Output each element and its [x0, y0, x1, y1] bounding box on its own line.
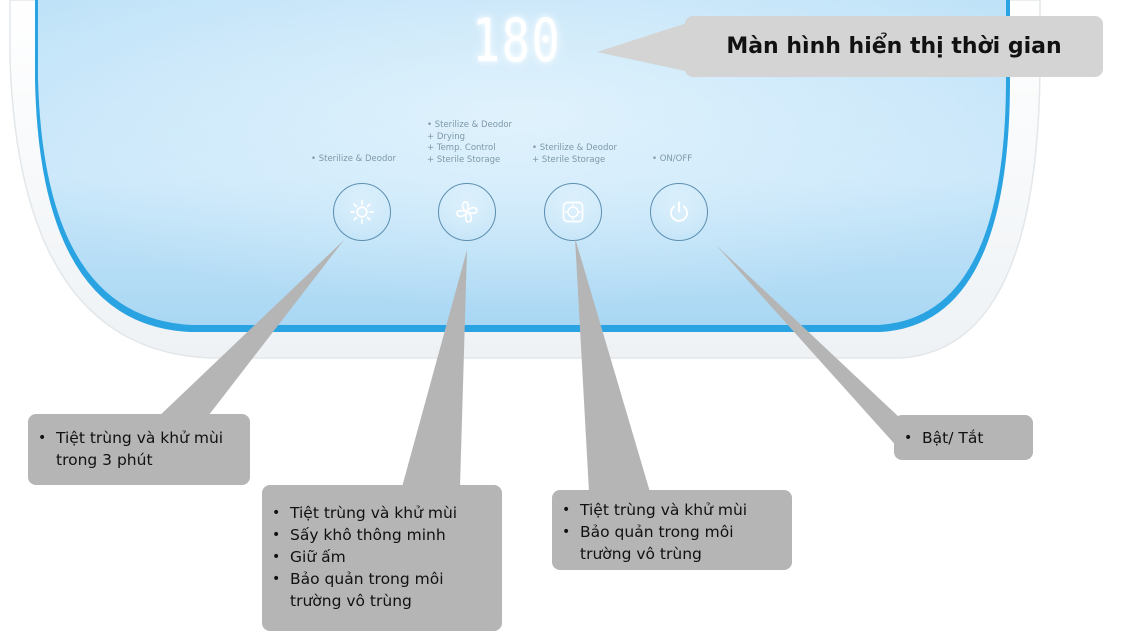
callout-item: Tiệt trùng và khử mùi — [552, 499, 792, 521]
full-cycle-button[interactable] — [438, 183, 496, 241]
callout-item: Tiệt trùng và khử mùi trong 3 phút — [28, 427, 250, 471]
callout-item: Bật/ Tắt — [894, 427, 1033, 449]
power-icon — [670, 201, 688, 222]
callout-item: Bảo quản trong môi trường vô trùng — [552, 521, 792, 565]
time-display-callout: Màn hình hiển thị thời gian — [685, 16, 1103, 77]
storage-icon — [562, 201, 584, 223]
mode-label-sterilize: • Sterilize & Deodor — [311, 154, 397, 164]
mode-label-full-cycle: • Sterilize & Deodor + Drying + Temp. Co… — [427, 120, 513, 165]
callout-item: Bảo quản trong môi trường vô trùng — [262, 568, 502, 612]
callout-item: Giữ ấm — [262, 546, 502, 568]
mode-label-storage: • Sterilize & Deodor + Sterile Storage — [532, 143, 618, 165]
power-button[interactable] — [650, 183, 708, 241]
fan-icon — [456, 201, 478, 223]
callout-item: Sấy khô thông minh — [262, 524, 502, 546]
time-display: 180 — [472, 6, 562, 76]
callout-item: Tiệt trùng và khử mùi — [262, 502, 502, 524]
callout-full-cycle: Tiệt trùng và khử mùi Sấy khô thông minh… — [262, 485, 502, 631]
mode-label-power: • ON/OFF — [652, 154, 693, 164]
sterile-storage-button[interactable] — [544, 183, 602, 241]
sterilize-button[interactable] — [333, 183, 391, 241]
callout-sterilize: Tiệt trùng và khử mùi trong 3 phút — [28, 414, 250, 485]
sun-icon — [350, 200, 374, 224]
time-display-callout-text: Màn hình hiển thị thời gian — [726, 34, 1062, 59]
callout-power: Bật/ Tắt — [894, 415, 1033, 460]
callout-storage: Tiệt trùng và khử mùi Bảo quản trong môi… — [552, 490, 792, 570]
